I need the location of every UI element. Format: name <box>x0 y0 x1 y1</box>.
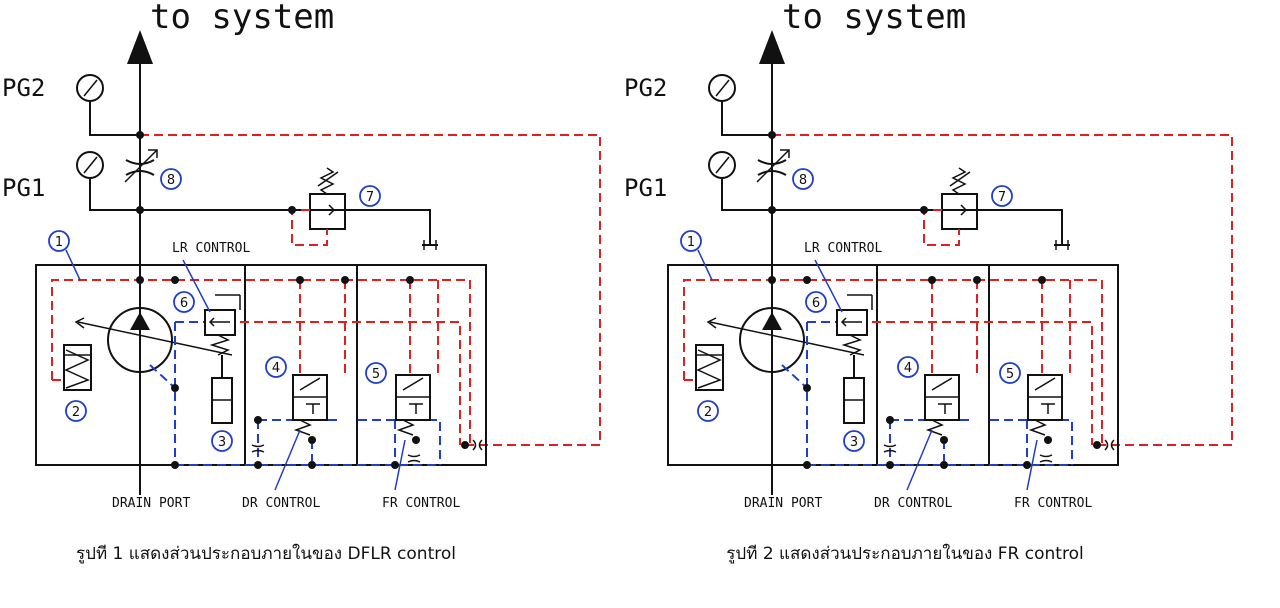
callout-6: 6 <box>805 291 827 313</box>
svg-text:8: 8 <box>799 173 807 188</box>
svg-text:7: 7 <box>366 190 374 205</box>
callout-4: 4 <box>265 356 287 378</box>
svg-text:6: 6 <box>180 296 188 311</box>
callout-1: 1 <box>48 230 70 252</box>
callout-8: 8 <box>160 168 182 190</box>
callout-8: 8 <box>792 168 814 190</box>
svg-text:6: 6 <box>812 296 820 311</box>
title-to-system: to system <box>150 0 334 37</box>
diagram-2: to system PG2 PG1 LR CONTROL DRAIN PORT … <box>624 0 1233 564</box>
fr-control-label: FR CONTROL <box>382 496 460 511</box>
diagram-1: to system PG2 PG1 LR CONTROL DRAIN PORT … <box>2 0 601 564</box>
callout-2: 2 <box>65 400 87 422</box>
drain-port-label: DRAIN PORT <box>112 496 190 511</box>
caption-2: รูปที 2 แสดงส่วนประกอบภายในของ FR contro… <box>726 543 1083 564</box>
lr-control-label: LR CONTROL <box>172 241 250 256</box>
dr-control-label: DR CONTROL <box>242 496 320 511</box>
svg-text:2: 2 <box>704 405 712 420</box>
callout-7: 7 <box>359 185 381 207</box>
svg-text:5: 5 <box>1006 367 1014 382</box>
callout-6: 6 <box>173 291 195 313</box>
caption-1: รูปที 1 แสดงส่วนประกอบภายในของ DFLR cont… <box>76 543 456 564</box>
svg-text:7: 7 <box>998 190 1006 205</box>
callout-1: 1 <box>680 230 702 252</box>
callout-5: 5 <box>999 362 1021 384</box>
svg-text:2: 2 <box>72 405 80 420</box>
svg-text:1: 1 <box>55 235 63 250</box>
svg-text:3: 3 <box>218 435 226 450</box>
title-to-system: to system <box>782 0 966 37</box>
callout-3: 3 <box>211 430 233 452</box>
svg-text:8: 8 <box>167 173 175 188</box>
lr-control-label: LR CONTROL <box>804 241 882 256</box>
callout-2: 2 <box>697 400 719 422</box>
svg-text:3: 3 <box>850 435 858 450</box>
callout-4: 4 <box>897 356 919 378</box>
fr-control-label: FR CONTROL <box>1014 496 1092 511</box>
svg-text:1: 1 <box>687 235 695 250</box>
svg-text:4: 4 <box>272 361 280 376</box>
svg-text:5: 5 <box>372 367 380 382</box>
callout-3: 3 <box>843 430 865 452</box>
svg-text:4: 4 <box>904 361 912 376</box>
callout-5: 5 <box>365 362 387 384</box>
callout-7: 7 <box>991 185 1013 207</box>
gauge-pg1-label: PG1 <box>2 174 45 202</box>
drain-port-label: DRAIN PORT <box>744 496 822 511</box>
gauge-pg2-label: PG2 <box>624 74 667 102</box>
gauge-pg1-label: PG1 <box>624 174 667 202</box>
dr-control-label: DR CONTROL <box>874 496 952 511</box>
gauge-pg2-label: PG2 <box>2 74 45 102</box>
